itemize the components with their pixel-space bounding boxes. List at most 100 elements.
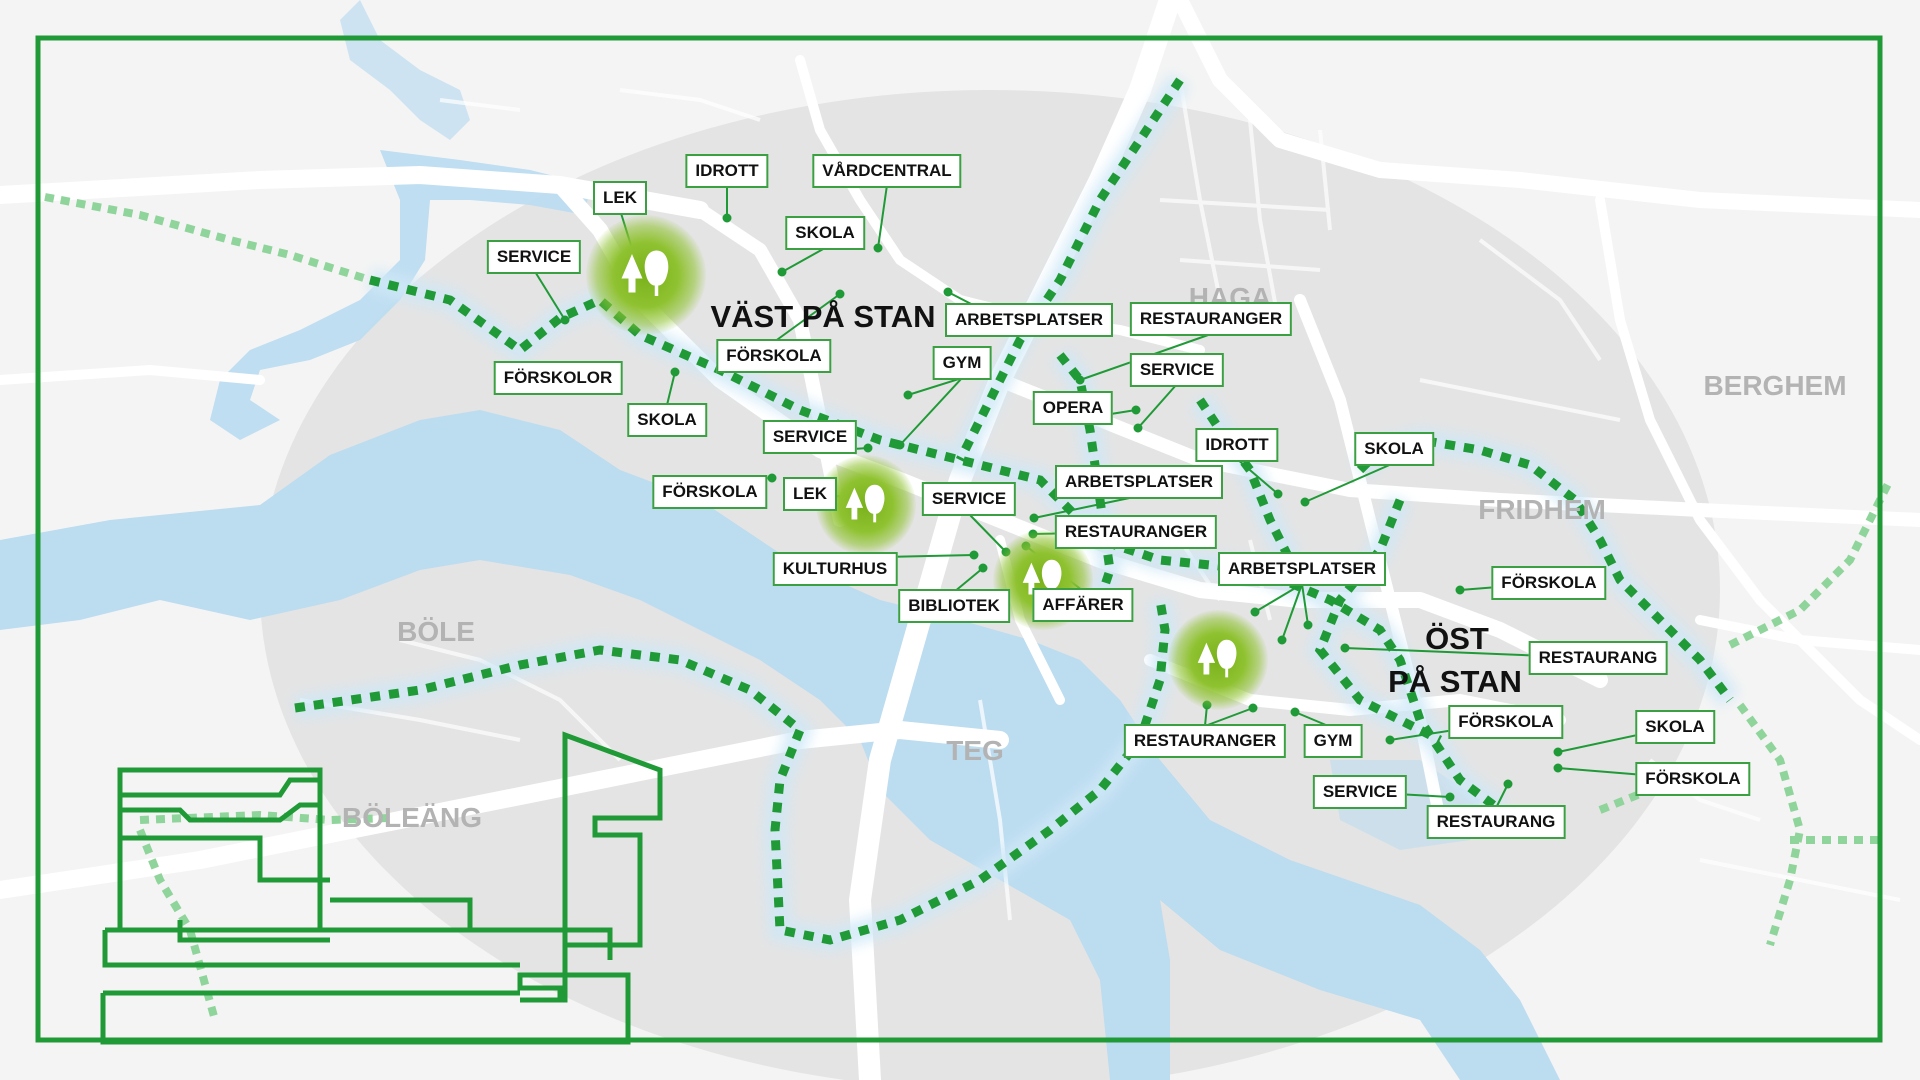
label-arbetsplatser-2[interactable]: ARBETSPLATSER (1055, 465, 1223, 499)
district-boleang: BÖLEÄNG (342, 802, 482, 833)
leader-line (1254, 583, 1303, 613)
location-pin (1300, 497, 1310, 507)
park-east[interactable] (1168, 610, 1268, 710)
location-pin (1133, 423, 1143, 433)
tree-icon (1197, 639, 1237, 678)
location-pin (1340, 643, 1350, 653)
location-pin (863, 443, 873, 453)
label-restaurang-east-2[interactable]: RESTAURANG (1426, 805, 1566, 839)
leader-line (953, 567, 984, 593)
leader-line (533, 269, 566, 321)
district-bole: BÖLE (397, 616, 475, 647)
location-pin (1250, 607, 1260, 617)
location-pin (1075, 375, 1085, 385)
leader-line (1304, 462, 1395, 503)
tree-icon (621, 250, 669, 296)
map-frame (35, 35, 1883, 1043)
minor-streets (299, 79, 1901, 921)
location-pin (1553, 747, 1563, 757)
label-restauranger-3[interactable]: RESTAURANGER (1123, 724, 1287, 758)
label-arbetsplatser-3[interactable]: ARBETSPLATSER (1218, 552, 1386, 586)
location-pin (722, 213, 732, 223)
label-idrott-west[interactable]: IDROTT (685, 154, 769, 188)
label-bibliotek[interactable]: BIBLIOTEK (898, 589, 1010, 623)
district-berghem: BERGHEM (1703, 370, 1847, 401)
label-forskola-west-2[interactable]: FÖRSKOLA (652, 475, 768, 509)
label-idrott-east[interactable]: IDROTT (1195, 428, 1279, 462)
leader-line (1301, 583, 1309, 626)
location-pin (903, 390, 913, 400)
leader-line (781, 247, 826, 273)
location-pin (1303, 620, 1313, 630)
label-service-center-2[interactable]: SERVICE (1129, 353, 1225, 387)
label-restauranger-2[interactable]: RESTAURANGER (1054, 515, 1218, 549)
label-lek-nw[interactable]: LEK (593, 181, 647, 215)
leader-line (1281, 583, 1303, 641)
label-service-east[interactable]: SERVICE (1312, 775, 1408, 809)
label-kulturhus[interactable]: KULTURHUS (772, 552, 898, 586)
location-pin (1290, 707, 1300, 717)
leader-line (907, 377, 963, 396)
label-skola-east-1[interactable]: SKOLA (1354, 432, 1434, 466)
location-pin (943, 287, 953, 297)
label-lek-center[interactable]: LEK (783, 477, 837, 511)
park-nw[interactable] (586, 215, 706, 335)
label-skola-east-2[interactable]: SKOLA (1635, 710, 1715, 744)
leader-line (666, 371, 676, 406)
label-service-center[interactable]: SERVICE (921, 482, 1017, 516)
location-pin (1445, 792, 1455, 802)
label-skola-west-2[interactable]: SKOLA (627, 403, 707, 437)
location-pin (835, 289, 845, 299)
leader-line (877, 184, 888, 249)
location-pin (969, 550, 979, 560)
location-pin (895, 440, 905, 450)
label-service-west-1[interactable]: SERVICE (486, 240, 582, 274)
location-pin (1131, 405, 1141, 415)
label-gym-center[interactable]: GYM (932, 346, 992, 380)
location-pin (1455, 585, 1465, 595)
label-gym-east[interactable]: GYM (1303, 724, 1363, 758)
label-skola-west-1[interactable]: SKOLA (785, 216, 865, 250)
leader-line (1033, 495, 1140, 519)
district-teg: TEG (946, 735, 1004, 766)
location-pin (767, 473, 777, 483)
label-forskola-east-3[interactable]: FÖRSKOLA (1635, 762, 1751, 796)
tree-icon (1022, 559, 1062, 598)
district-fridhem: FRIDHEM (1478, 494, 1606, 525)
label-forskola-west-1[interactable]: FÖRSKOLA (716, 339, 832, 373)
label-arbetsplatser-1[interactable]: ARBETSPLATSER (945, 303, 1113, 337)
location-pin (1248, 703, 1258, 713)
center-vast-pa-stan: VÄST PÅ STAN (710, 299, 936, 334)
location-pin (560, 315, 570, 325)
label-restauranger-1[interactable]: RESTAURANGER (1129, 302, 1293, 336)
label-forskolor[interactable]: FÖRSKOLOR (493, 361, 623, 395)
location-pin (1553, 763, 1563, 773)
location-pin (1385, 735, 1395, 745)
label-service-west-2[interactable]: SERVICE (762, 420, 858, 454)
location-pin (978, 563, 988, 573)
location-pin (1273, 489, 1283, 499)
leader-line (1137, 383, 1178, 429)
tree-icon (845, 484, 885, 523)
location-pin (670, 367, 680, 377)
label-restaurang-east-1[interactable]: RESTAURANG (1528, 641, 1668, 675)
location-pin (777, 267, 787, 277)
leader-line (1236, 458, 1279, 495)
leader-line (968, 513, 1007, 553)
location-pin (1503, 779, 1513, 789)
label-vardcentral[interactable]: VÅRDCENTRAL (812, 154, 962, 188)
label-affarer[interactable]: AFFÄRER (1032, 588, 1134, 622)
label-forskola-east-2[interactable]: FÖRSKOLA (1448, 705, 1564, 739)
location-pin (873, 243, 883, 253)
leader-line (773, 293, 841, 343)
location-pin (1029, 513, 1039, 523)
leader-line (899, 377, 963, 446)
label-forskola-east-1[interactable]: FÖRSKOLA (1491, 566, 1607, 600)
center-ost-line1: ÖST (1425, 621, 1489, 656)
label-opera[interactable]: OPERA (1032, 391, 1114, 425)
location-pin (1277, 635, 1287, 645)
leader-line (1204, 707, 1254, 727)
center-ost-line2: PÅ STAN (1388, 664, 1522, 699)
building-outline-drawing (100, 731, 663, 1045)
